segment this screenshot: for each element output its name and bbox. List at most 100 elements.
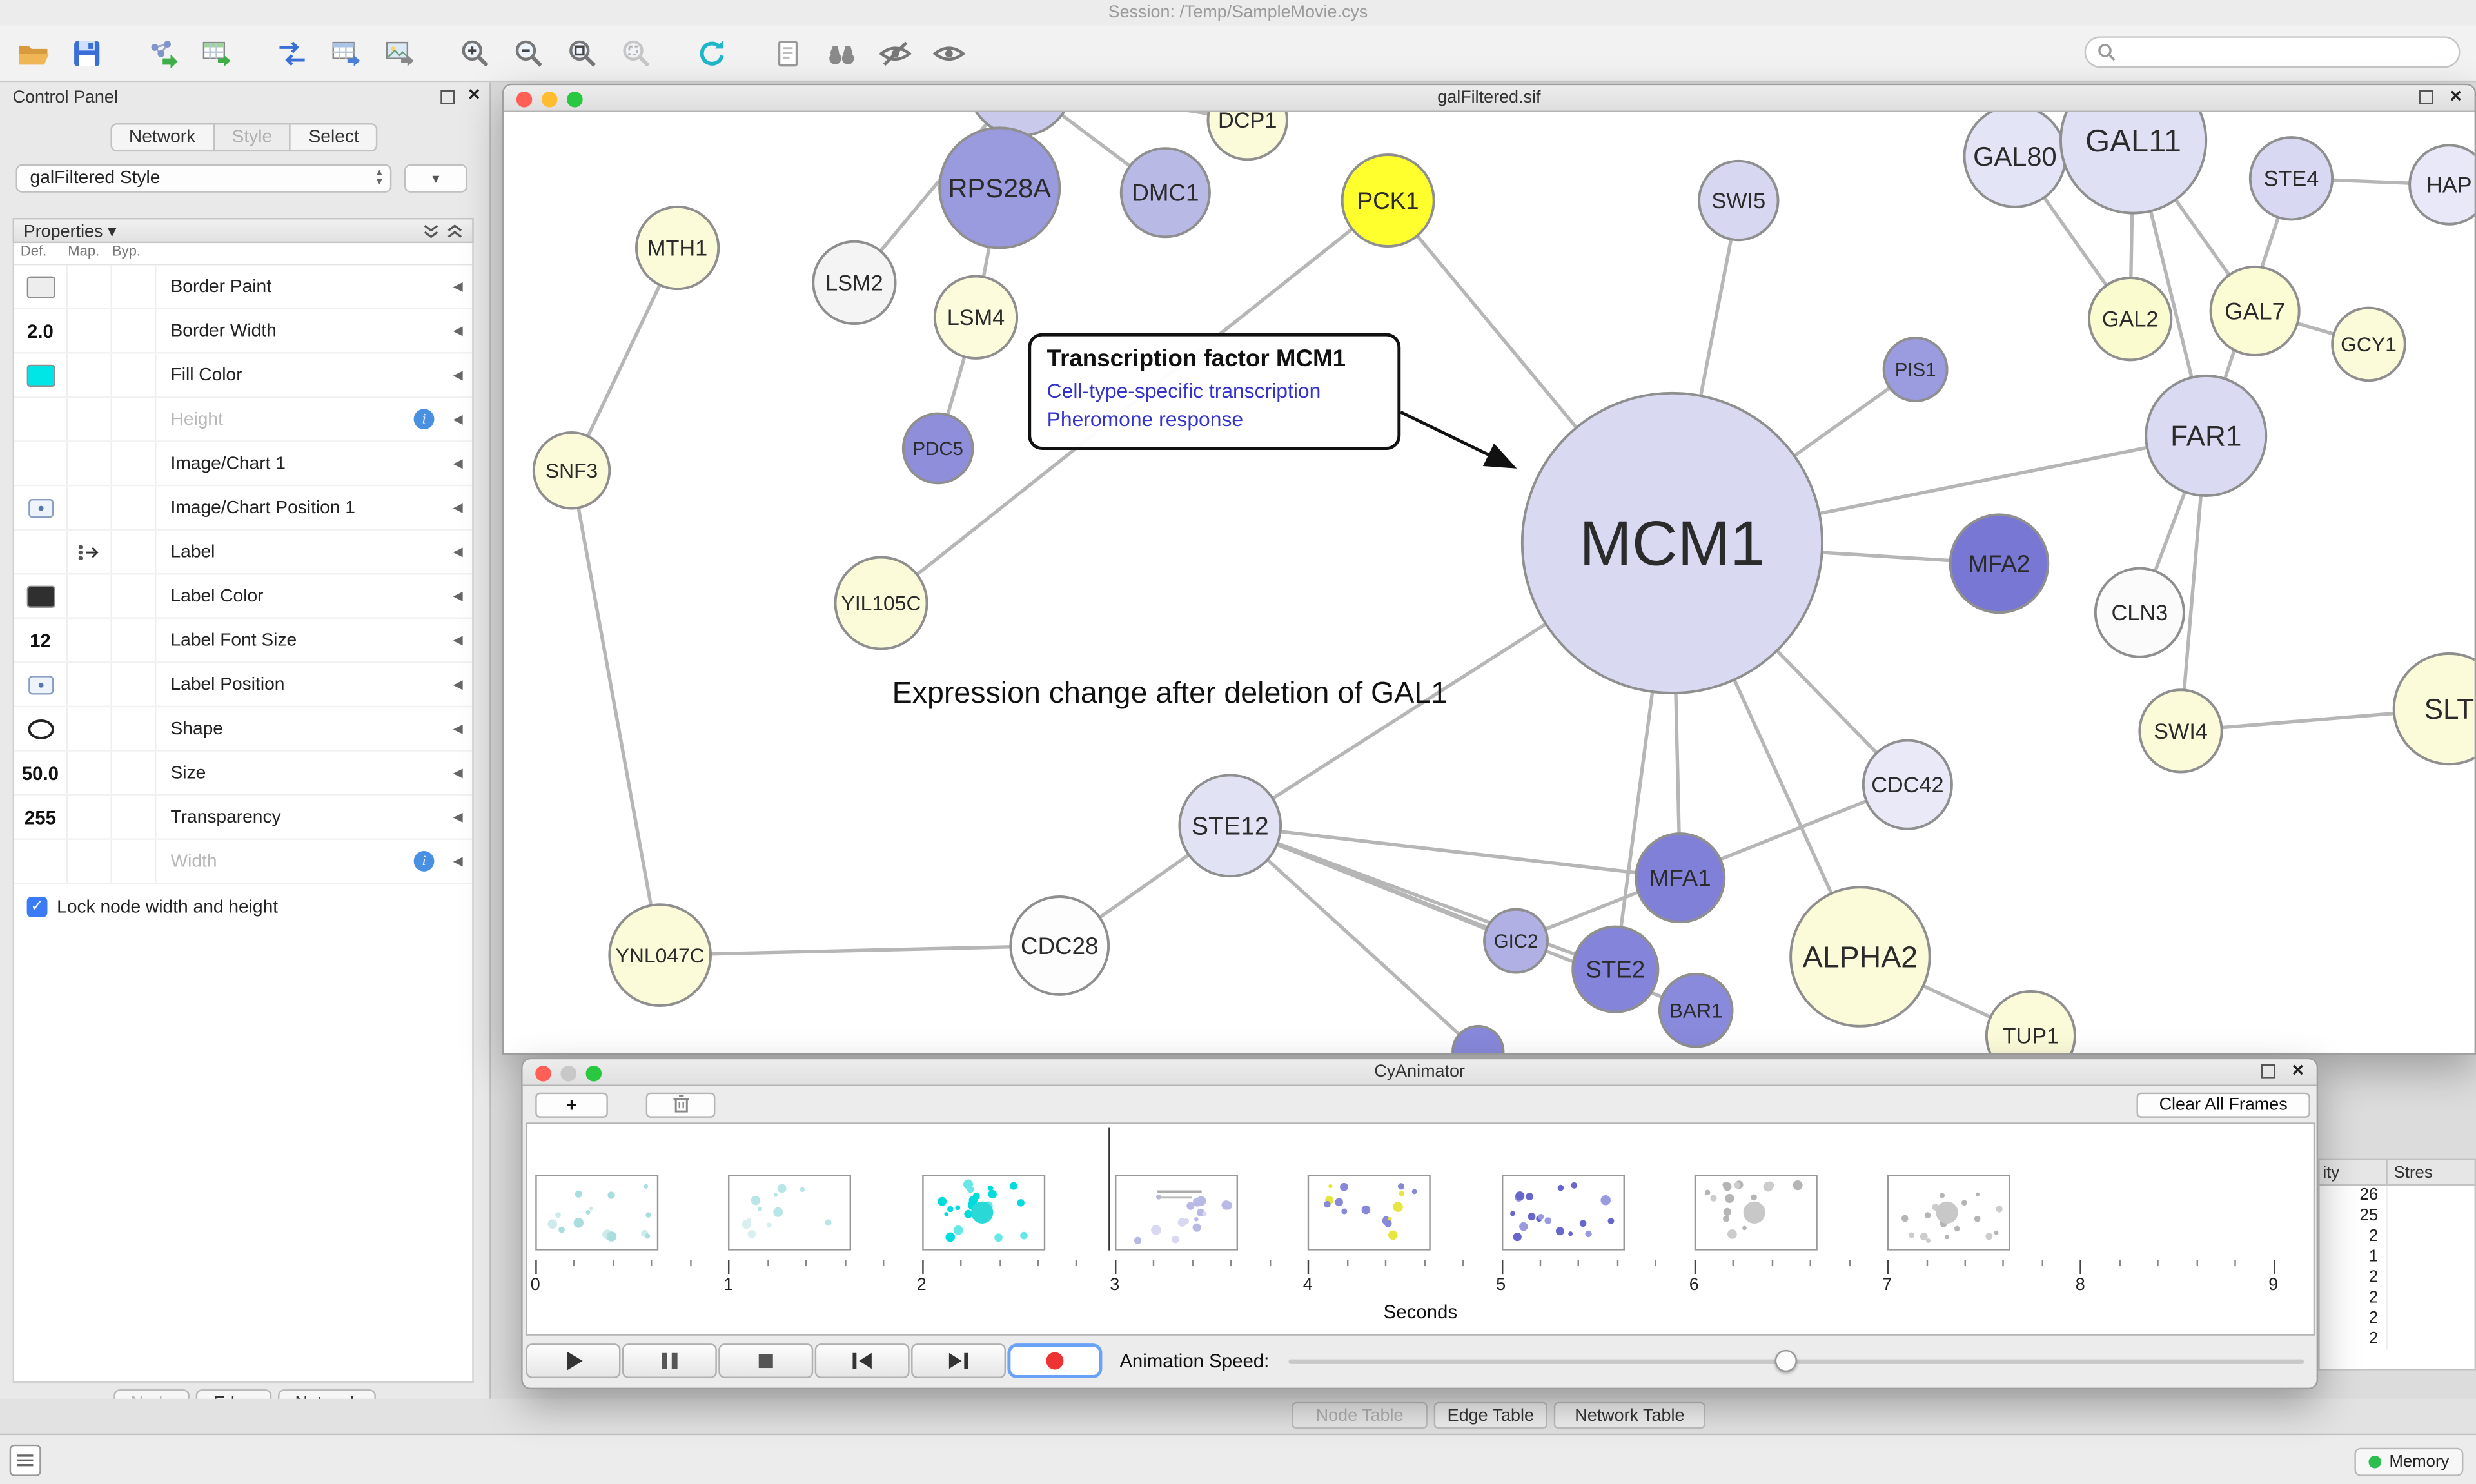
close-traffic-light[interactable] (535, 1066, 551, 1082)
bypass-cell[interactable] (112, 309, 157, 353)
network-node-ste4[interactable]: STE4 (2248, 136, 2334, 221)
network-node-bn[interactable] (1451, 1024, 1505, 1053)
network-node-mth1[interactable]: MTH1 (634, 205, 720, 291)
default-value-cell[interactable]: 50.0 (14, 751, 68, 794)
default-value-cell[interactable] (14, 707, 68, 750)
network-node-gic2[interactable]: GIC2 (1483, 908, 1549, 974)
network-transfer-button[interactable] (268, 31, 315, 75)
mapping-cell[interactable] (68, 398, 112, 441)
skip-to-end-button[interactable] (911, 1343, 1007, 1378)
search-input[interactable] (2122, 41, 2448, 63)
network-node-lsm4[interactable]: LSM4 (933, 275, 1019, 360)
delete-frame-button[interactable] (645, 1092, 716, 1118)
network-window-titlebar[interactable]: galFiltered.sif × (504, 84, 2475, 112)
default-value-cell[interactable] (14, 353, 68, 396)
mapping-cell[interactable] (68, 574, 112, 618)
float-window-icon[interactable] (2261, 1064, 2275, 1079)
bypass-cell[interactable] (112, 619, 157, 662)
zoom-selected-button[interactable] (613, 31, 660, 75)
table-row[interactable]: 2 (2320, 1226, 2475, 1247)
property-row-image-chart-1[interactable]: Image/Chart 1◀ (14, 442, 473, 487)
stop-button[interactable] (718, 1343, 814, 1378)
annotation-link-1[interactable]: Cell-type-specific transcription (1046, 378, 1321, 403)
style-options-button[interactable]: ▾ (404, 164, 467, 193)
zoom-fit-button[interactable] (559, 31, 606, 75)
table-row[interactable]: 2 (2320, 1309, 2475, 1330)
network-node-swi5[interactable]: SWI5 (1698, 159, 1780, 242)
tab-select[interactable]: Select (290, 123, 378, 152)
mapping-cell[interactable] (68, 707, 112, 750)
tab-network-table[interactable]: Network Table (1553, 1401, 1705, 1429)
tab-style[interactable]: Style (213, 123, 291, 152)
mapping-cell[interactable] (68, 751, 112, 794)
network-node-gal2[interactable]: GAL2 (2088, 277, 2173, 362)
minimize-traffic-light[interactable] (542, 92, 558, 108)
default-value-cell[interactable] (14, 530, 68, 573)
default-value-cell[interactable]: 255 (14, 796, 68, 839)
color-swatch[interactable] (26, 585, 55, 607)
network-node-pdc5[interactable]: PDC5 (901, 412, 974, 485)
bypass-cell[interactable] (112, 663, 157, 706)
tab-network[interactable]: Network (110, 123, 215, 152)
network-node-dmc1[interactable]: DMC1 (1119, 147, 1211, 239)
timeline-playhead[interactable] (1108, 1127, 1110, 1251)
export-table-button[interactable] (322, 31, 369, 75)
record-button[interactable] (1007, 1343, 1103, 1378)
expand-row-arrow-icon[interactable]: ◀ (453, 367, 463, 382)
bypass-cell[interactable] (112, 574, 157, 618)
network-edge-STE12-BN[interactable] (1228, 824, 1480, 1053)
network-node-alpha2[interactable]: ALPHA2 (1789, 886, 1931, 1028)
play-button[interactable] (526, 1343, 621, 1378)
console-button[interactable] (9, 1444, 41, 1476)
network-node-slt[interactable]: SLT (2392, 652, 2475, 766)
skip-to-start-button[interactable] (814, 1343, 910, 1378)
animation-speed-slider-thumb[interactable] (1774, 1349, 1797, 1372)
first-neighbors-button[interactable] (818, 31, 865, 75)
memory-button[interactable]: Memory (2354, 1447, 2464, 1476)
mapping-cell[interactable] (68, 839, 112, 883)
bypass-cell[interactable] (112, 751, 157, 794)
network-node-cdc28[interactable]: CDC28 (1009, 895, 1110, 996)
search-box[interactable] (2084, 36, 2461, 68)
bypass-cell[interactable] (112, 839, 157, 883)
clear-all-frames-button[interactable]: Clear All Frames (2136, 1092, 2310, 1118)
import-network-button[interactable] (139, 31, 186, 75)
network-node-dcp1[interactable]: DCP1 (1206, 112, 1288, 161)
expand-row-arrow-icon[interactable]: ◀ (453, 500, 463, 515)
expand-row-arrow-icon[interactable]: ◀ (453, 765, 463, 780)
column-header-ity[interactable]: ity (2323, 1163, 2340, 1183)
bypass-cell[interactable] (112, 486, 157, 529)
network-node-ynl047c[interactable]: YNL047C (608, 903, 712, 1007)
bypass-cell[interactable] (112, 442, 157, 485)
cyanimator-titlebar[interactable]: CyAnimator × (522, 1059, 2317, 1086)
property-row-label[interactable]: Label◀ (14, 530, 473, 575)
network-node-hap[interactable]: HAP (2408, 144, 2475, 226)
expand-row-arrow-icon[interactable]: ◀ (453, 721, 463, 736)
default-value-cell[interactable] (14, 442, 68, 485)
color-swatch[interactable] (26, 275, 55, 298)
mapping-cell[interactable] (68, 442, 112, 485)
mapping-cell[interactable] (68, 663, 112, 706)
mapping-cell[interactable] (68, 619, 112, 662)
expand-row-arrow-icon[interactable]: ◀ (453, 854, 463, 868)
close-panel-icon[interactable]: × (467, 82, 480, 106)
expand-row-arrow-icon[interactable]: ◀ (453, 810, 463, 825)
zoom-in-button[interactable] (451, 31, 498, 75)
frame-thumbnail-0[interactable] (535, 1175, 659, 1251)
mcm1-annotation-box[interactable]: Transcription factor MCM1 Cell-type-spec… (1028, 333, 1401, 451)
network-node-swi4[interactable]: SWI4 (2138, 688, 2223, 774)
properties-header[interactable]: Properties ▾ (12, 217, 474, 244)
export-image-button[interactable] (376, 31, 423, 75)
bypass-cell[interactable] (112, 265, 157, 308)
table-row[interactable]: 26 (2320, 1186, 2475, 1207)
add-frame-button[interactable]: + (535, 1092, 608, 1118)
default-value-cell[interactable] (14, 839, 68, 883)
float-window-icon[interactable] (2419, 90, 2433, 104)
expand-row-arrow-icon[interactable]: ◀ (453, 456, 463, 471)
network-node-cdc42[interactable]: CDC42 (1862, 739, 1953, 830)
color-swatch[interactable] (26, 364, 55, 386)
network-node-bar1[interactable]: BAR1 (1658, 973, 1734, 1048)
